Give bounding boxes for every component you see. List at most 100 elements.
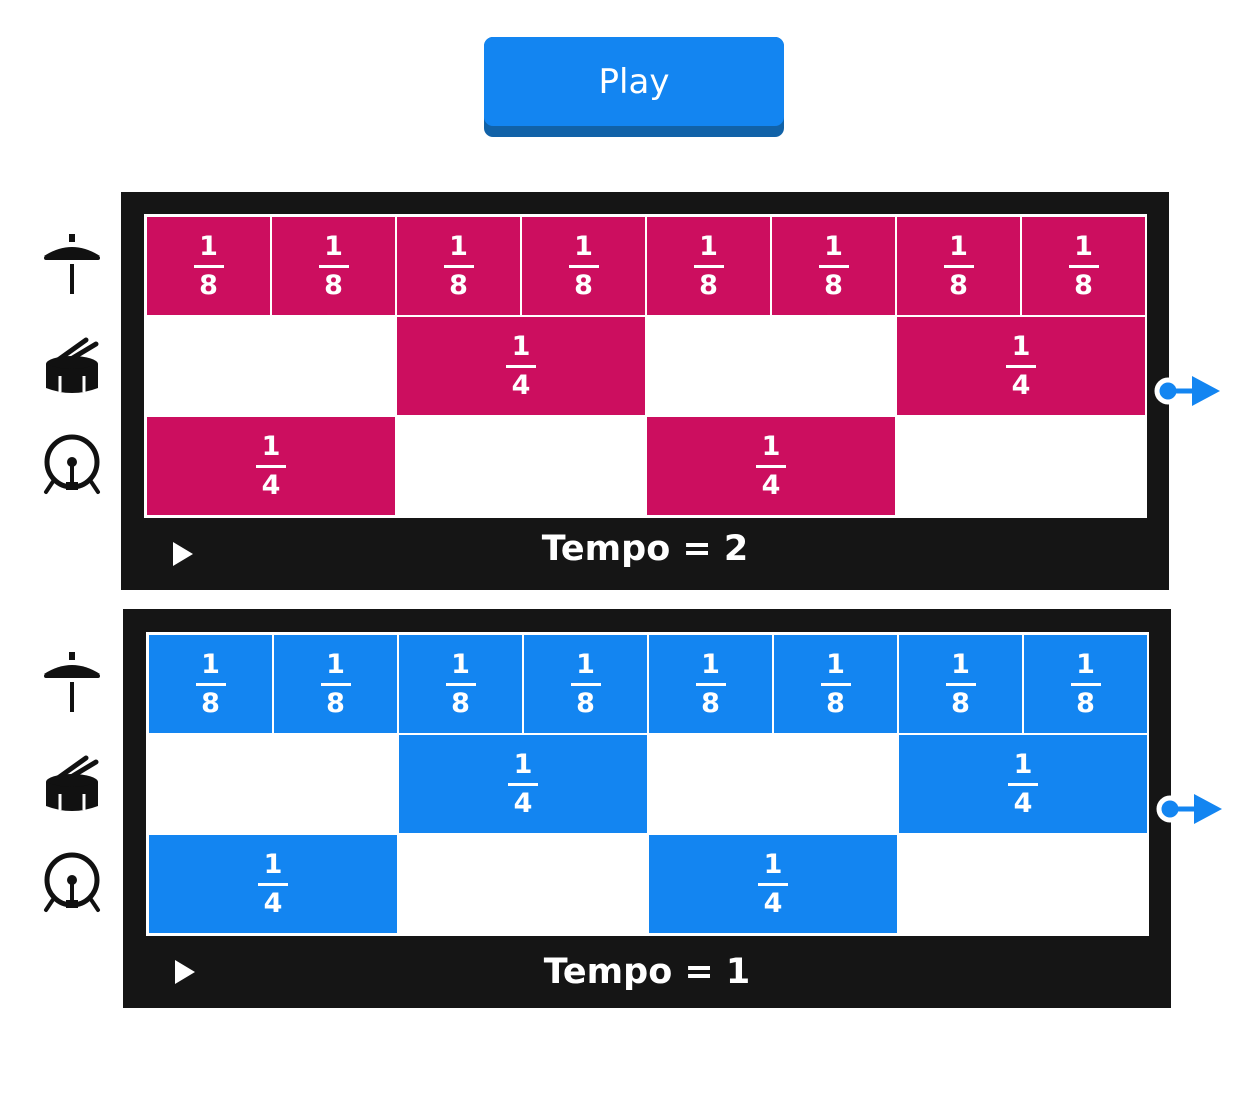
fraction-bar (570, 683, 601, 686)
fraction-denominator: 8 (199, 270, 218, 301)
play-icon[interactable] (171, 541, 195, 567)
fraction-numerator: 1 (574, 231, 593, 262)
fraction-numerator: 1 (449, 231, 468, 262)
fraction-bar (1070, 683, 1101, 686)
tempo-label: Tempo = 2 (541, 529, 749, 569)
fraction-denominator: 8 (701, 688, 720, 719)
output-connector-icon[interactable] (1156, 789, 1226, 829)
fraction-bar (756, 465, 786, 468)
fraction-bar (258, 883, 288, 886)
fraction-numerator: 1 (576, 649, 595, 680)
fraction-denominator: 4 (1011, 370, 1031, 401)
fraction-bar (256, 465, 286, 468)
fraction-numerator: 1 (1074, 231, 1093, 262)
fraction-denominator: 8 (201, 688, 220, 719)
fraction-numerator: 1 (1076, 649, 1095, 680)
fraction-numerator: 1 (511, 331, 531, 362)
fraction-bar (820, 683, 851, 686)
cymbal-icon (44, 652, 100, 712)
fraction-bar (506, 365, 536, 368)
fraction-denominator: 8 (699, 270, 718, 301)
fraction-numerator: 1 (949, 231, 968, 262)
play-icon[interactable] (173, 959, 197, 985)
fraction-bar (818, 265, 849, 268)
fraction-numerator: 1 (324, 231, 343, 262)
tempo-label: Tempo = 1 (543, 952, 751, 992)
fraction-bar (695, 683, 726, 686)
play-button[interactable]: Play (484, 37, 784, 137)
fraction-bar (693, 265, 724, 268)
fraction-bar (568, 265, 599, 268)
fraction-denominator: 8 (576, 688, 595, 719)
fraction-numerator: 1 (761, 431, 781, 462)
fraction-denominator: 8 (326, 688, 345, 719)
fraction-bar (443, 265, 474, 268)
fraction-bar (943, 265, 974, 268)
fraction-denominator: 8 (574, 270, 593, 301)
fraction-numerator: 1 (701, 649, 720, 680)
fraction-bar (195, 683, 226, 686)
bass-drum-icon (44, 852, 100, 912)
play-button-label: Play (484, 37, 784, 126)
fraction-numerator: 1 (201, 649, 220, 680)
fraction-numerator: 1 (699, 231, 718, 262)
fraction-denominator: 8 (951, 688, 970, 719)
fraction-numerator: 1 (1011, 331, 1031, 362)
fraction-denominator: 8 (324, 270, 343, 301)
fraction-numerator: 1 (951, 649, 970, 680)
fraction-bar (508, 783, 538, 786)
fraction-denominator: 8 (1076, 688, 1095, 719)
fraction-numerator: 1 (513, 749, 533, 780)
cymbal-icon (44, 234, 100, 294)
fraction-numerator: 1 (763, 849, 783, 880)
fraction-bar (320, 683, 351, 686)
fraction-bar (193, 265, 224, 268)
fraction-denominator: 4 (513, 788, 533, 819)
fraction-denominator: 8 (451, 688, 470, 719)
output-connector-icon[interactable] (1154, 371, 1224, 411)
